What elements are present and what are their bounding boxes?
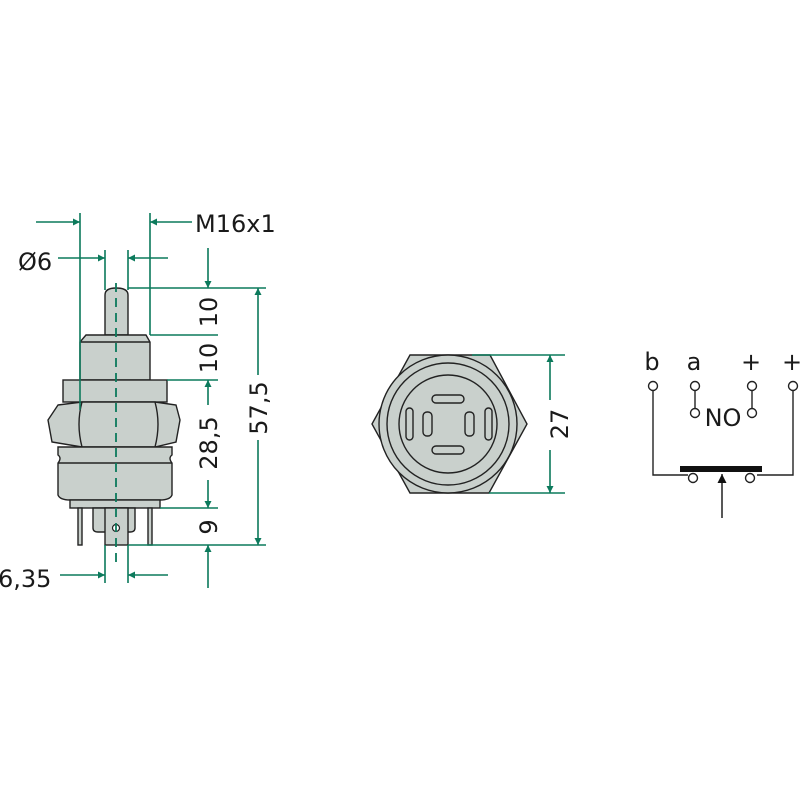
plunger-height-label: 10 bbox=[195, 297, 223, 328]
plunger-diameter-label: Ø6 bbox=[18, 248, 52, 276]
terminal-label-b: b bbox=[644, 348, 659, 376]
terminal-label-plus-2: + bbox=[782, 348, 800, 376]
terminal-circles bbox=[647, 380, 799, 484]
tab-width-label: 6,35 bbox=[0, 565, 51, 593]
side-view: M16x1 Ø6 6,35 10 10 28,5 9 57,5 bbox=[0, 210, 276, 593]
width-label: 27 bbox=[546, 409, 574, 440]
top-view: 27 bbox=[371, 354, 574, 494]
width-dimension bbox=[472, 354, 565, 494]
body-height-label: 28,5 bbox=[195, 416, 223, 469]
contact-type-label: NO bbox=[705, 404, 742, 432]
base-plate bbox=[69, 499, 161, 509]
connector-face bbox=[398, 374, 498, 474]
pin-left bbox=[77, 507, 83, 546]
schematic-wires bbox=[652, 391, 794, 476]
pin-right bbox=[147, 507, 153, 546]
total-height-label: 57,5 bbox=[245, 381, 273, 434]
hex-nut bbox=[47, 401, 181, 448]
dimension-arrows bbox=[36, 218, 262, 588]
thread-label: M16x1 bbox=[195, 210, 276, 238]
terminal-height-label: 9 bbox=[195, 519, 223, 534]
body bbox=[57, 446, 173, 501]
flange bbox=[62, 379, 168, 403]
contact-bar bbox=[680, 466, 762, 472]
contact-slots bbox=[405, 394, 493, 455]
terminal-label-a: a bbox=[687, 348, 702, 376]
switch-body-side bbox=[47, 287, 181, 546]
terminal-label-plus-1: + bbox=[741, 348, 761, 376]
circuit-schematic: b a + + NO bbox=[644, 348, 800, 518]
plunger bbox=[104, 287, 129, 336]
collar-height-label: 10 bbox=[195, 343, 223, 374]
